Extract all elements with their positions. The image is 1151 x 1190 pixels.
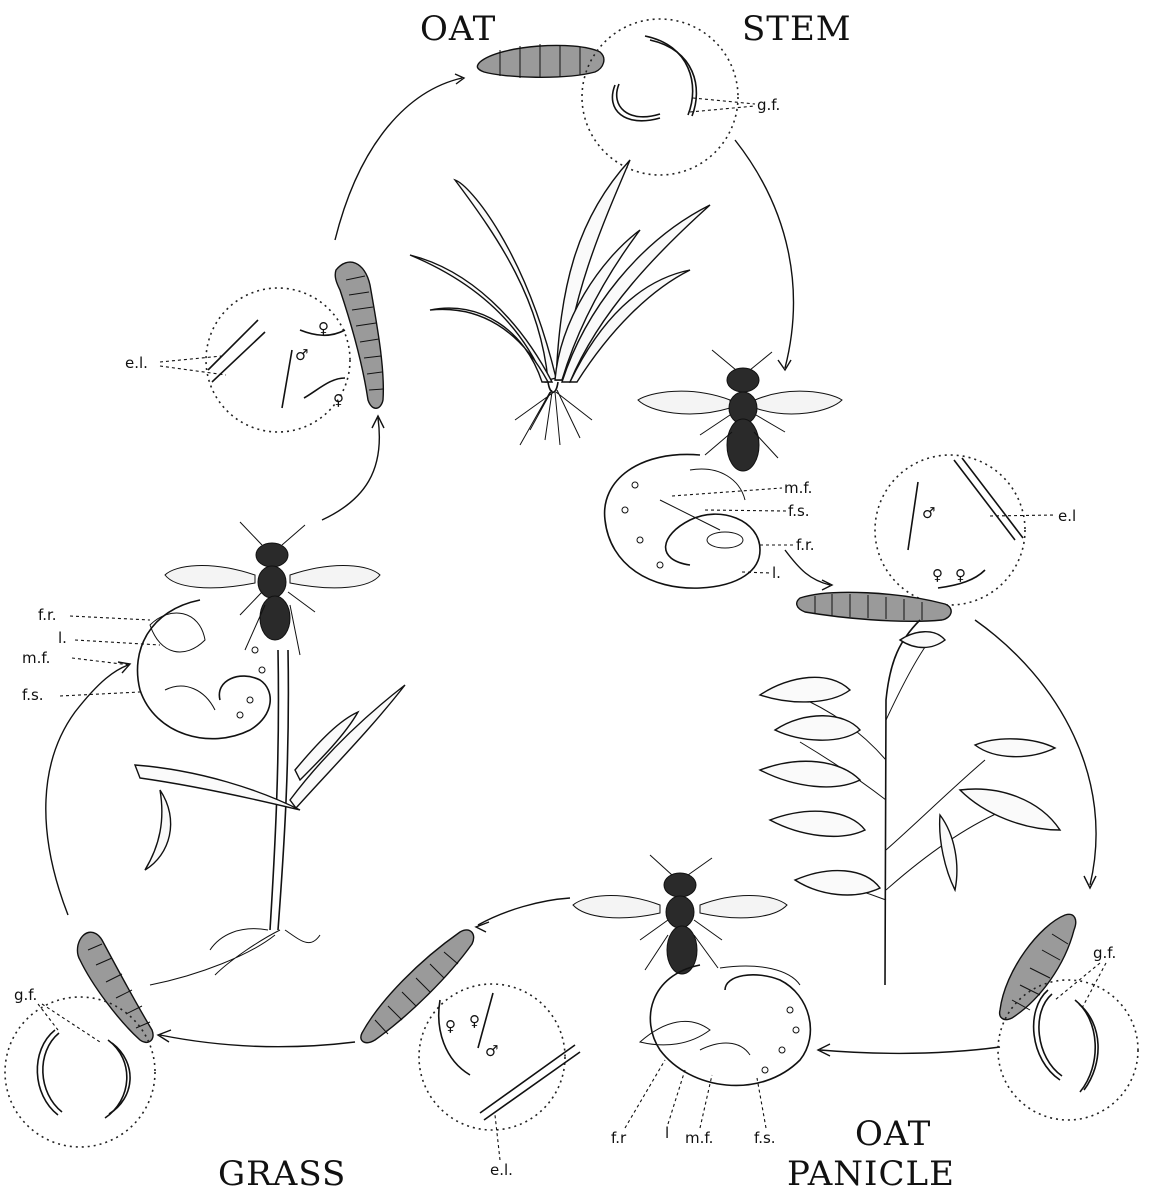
grass-abdomen-section: [138, 600, 271, 739]
leader-right-el: [990, 515, 1055, 516]
oat-panicle-plant: [760, 620, 1060, 985]
right-female-symbol-2: ♀: [955, 566, 966, 584]
leader-bottom-right-gf: [1055, 963, 1106, 1008]
top-left-larva: [335, 262, 383, 408]
leader-bottom-mid-el: [495, 1115, 500, 1160]
leaders-right-fly: [672, 488, 794, 573]
label-grass: GRASS: [218, 1154, 346, 1190]
annotation-left-fs: f.s.: [22, 686, 44, 704]
annotation-panicle-fs: f.s.: [754, 1129, 776, 1147]
label-oat-panicle-bottom: PANICLE: [787, 1154, 955, 1190]
annotation-right-mf: m.f.: [784, 479, 812, 497]
arrow-to-right-fly: [735, 140, 793, 368]
panicle-fly: [573, 855, 787, 974]
top-left-egg-circle: [206, 288, 350, 432]
arrow-to-grass-larva: [478, 898, 570, 925]
leaders-grass-fly: [60, 616, 160, 696]
grass-female-symbol-2: ♀: [469, 1012, 480, 1030]
right-male-symbol: ♂: [922, 504, 935, 522]
cycle-arrows: [46, 74, 1096, 1056]
arrow-to-panicle-fly: [820, 1047, 1000, 1053]
annotation-right-el: e.l: [1058, 507, 1076, 525]
annotation-right-fs: f.s.: [788, 502, 810, 520]
top-left-female-symbol-2: ♀: [333, 391, 344, 409]
grass-fly: [165, 522, 380, 655]
grass-pupa: [77, 932, 153, 1042]
annotation-left-fr: f.r.: [38, 606, 57, 624]
grass-male-symbol: ♂: [485, 1042, 498, 1060]
annotation-left-mf: m.f.: [22, 649, 50, 667]
top-left-male-symbol: ♂: [295, 346, 308, 364]
label-oat-stem-left: OAT: [420, 9, 496, 49]
label-oat-stem-right: STEM: [742, 9, 852, 49]
annotation-bottom-right-gf: g.f.: [1093, 944, 1116, 962]
leaders-panicle-fly: [625, 1060, 766, 1128]
top-left-female-symbol-1: ♀: [318, 319, 329, 337]
annotation-top-gf: g.f.: [757, 96, 780, 114]
right-fly: [638, 350, 842, 471]
right-larva: [797, 592, 951, 621]
grass-egg-circle: [419, 984, 580, 1130]
arrow-to-oat-stem: [335, 78, 462, 240]
arrow-to-left-fly: [46, 665, 128, 915]
oat-stem-germ-circle: [582, 19, 738, 175]
annotation-panicle-fr: f.r: [611, 1129, 627, 1147]
arrow-to-right-larva: [785, 550, 830, 585]
right-egg-circle: [875, 455, 1025, 605]
annotation-right-fr: f.r.: [796, 536, 815, 554]
grass-female-symbol-1: ♀: [445, 1017, 456, 1035]
grass-larva: [361, 930, 474, 1043]
annotation-bottom-mid-el: e.l.: [490, 1161, 513, 1179]
oat-stem-pupa: [477, 44, 603, 78]
label-oat-panicle-top: OAT: [855, 1114, 931, 1154]
right-female-symbol-1: ♀: [932, 566, 943, 584]
annotation-right-l: l.: [772, 564, 781, 582]
annotation-left-l: l.: [58, 629, 67, 647]
leader-bottom-left-gf: [38, 1004, 100, 1042]
arrow-to-grass-pupa: [160, 1035, 355, 1047]
annotation-top-left-el: e.l.: [125, 354, 148, 372]
annotation-panicle-mf: m.f.: [685, 1129, 713, 1147]
right-abdomen-section: [605, 454, 760, 588]
annotation-panicle-l: l: [665, 1124, 669, 1142]
annotation-bottom-left-gf: g.f.: [14, 986, 37, 1004]
leader-top-left-el: [160, 356, 226, 375]
panicle-abdomen-section: [640, 965, 810, 1085]
arrow-to-top-left-larva: [322, 418, 379, 520]
leader-top-gf: [690, 98, 755, 112]
